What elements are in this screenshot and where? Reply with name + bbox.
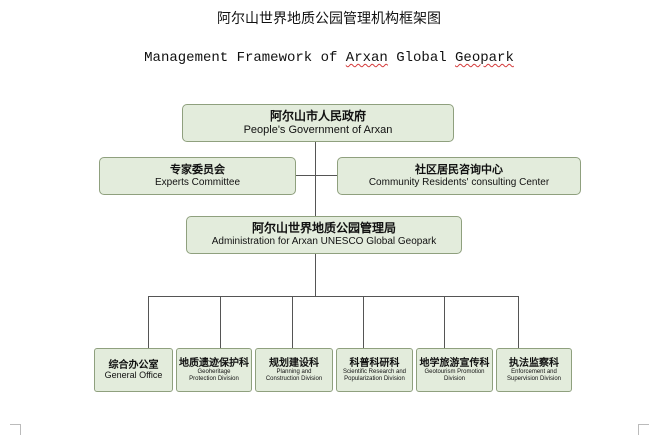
community-en: Community Residents' consulting Center <box>368 176 550 188</box>
connector-community-link <box>316 175 337 176</box>
page-corner-mark-left <box>10 424 21 435</box>
administration-box: 阿尔山世界地质公园管理局 Administration for Arxan UN… <box>186 216 462 254</box>
division-science: 科普科研科 Scientific Research and Populariza… <box>336 348 413 392</box>
division-en-line1: Enforcement and <box>511 368 557 375</box>
division-cn: 规划建设科 <box>269 357 319 369</box>
community-center-box: 社区居民咨询中心 Community Residents' consulting… <box>337 157 581 195</box>
experts-en: Experts Committee <box>154 176 241 188</box>
connector-division-5 <box>444 296 445 348</box>
division-en-line2: Popularization Division <box>344 375 405 382</box>
subtitle-geopark: Geopark <box>455 50 514 66</box>
connector-division-bus <box>148 296 518 297</box>
community-cn: 社区居民咨询中心 <box>415 162 503 176</box>
connector-division-1 <box>148 296 149 348</box>
connector-experts-link <box>296 175 315 176</box>
connector-gov-to-admin <box>315 142 316 216</box>
division-en-line1: Planning and <box>276 368 312 375</box>
connector-division-4 <box>363 296 364 348</box>
subtitle-part-2: Global <box>387 50 456 66</box>
page-subtitle: Management Framework of Arxan Global Geo… <box>0 50 658 66</box>
division-en-line1: Geoheritage <box>197 368 231 375</box>
division-en-line2: Division <box>443 375 465 382</box>
division-cn: 地学旅游宣传科 <box>419 357 490 369</box>
experts-committee-box: 专家委员会 Experts Committee <box>99 157 296 195</box>
subtitle-part-1: Management Framework of <box>144 50 346 66</box>
division-en-line2: Construction Division <box>265 375 323 382</box>
division-geoheritage: 地质遗迹保护科 Geoheritage Protection Division <box>176 348 252 392</box>
subtitle-arxan: Arxan <box>345 50 388 66</box>
division-planning: 规划建设科 Planning and Construction Division <box>255 348 333 392</box>
administration-cn: 阿尔山世界地质公园管理局 <box>251 221 396 236</box>
division-en: General Office <box>104 369 163 380</box>
experts-cn: 专家委员会 <box>170 162 225 176</box>
connector-admin-to-bus <box>315 254 316 297</box>
division-en-line1: Geotourism Promotion <box>424 368 485 375</box>
division-cn: 执法监察科 <box>509 357 559 369</box>
division-general-office: 综合办公室 General Office <box>94 348 173 392</box>
government-en: People's Government of Arxan <box>243 123 393 136</box>
connector-division-2 <box>220 296 221 348</box>
administration-en: Administration for Arxan UNESCO Global G… <box>211 236 437 248</box>
division-geotourism: 地学旅游宣传科 Geotourism Promotion Division <box>416 348 493 392</box>
division-en-line2: Protection Division <box>189 375 239 382</box>
division-cn: 科普科研科 <box>349 357 400 369</box>
government-cn: 阿尔山市人民政府 <box>269 108 366 123</box>
connector-division-6 <box>518 296 519 348</box>
connector-division-3 <box>292 296 293 348</box>
page-corner-mark-right <box>638 424 649 435</box>
division-en-line1: Scientific Research and <box>342 368 407 375</box>
division-en-line2: Supervision Division <box>506 375 562 382</box>
division-cn: 地质遗迹保护科 <box>179 357 249 369</box>
page-title: 阿尔山世界地质公园管理机构框架图 <box>217 11 441 27</box>
division-cn: 综合办公室 <box>108 359 159 371</box>
government-box: 阿尔山市人民政府 People's Government of Arxan <box>182 104 454 142</box>
division-enforcement: 执法监察科 Enforcement and Supervision Divisi… <box>496 348 572 392</box>
